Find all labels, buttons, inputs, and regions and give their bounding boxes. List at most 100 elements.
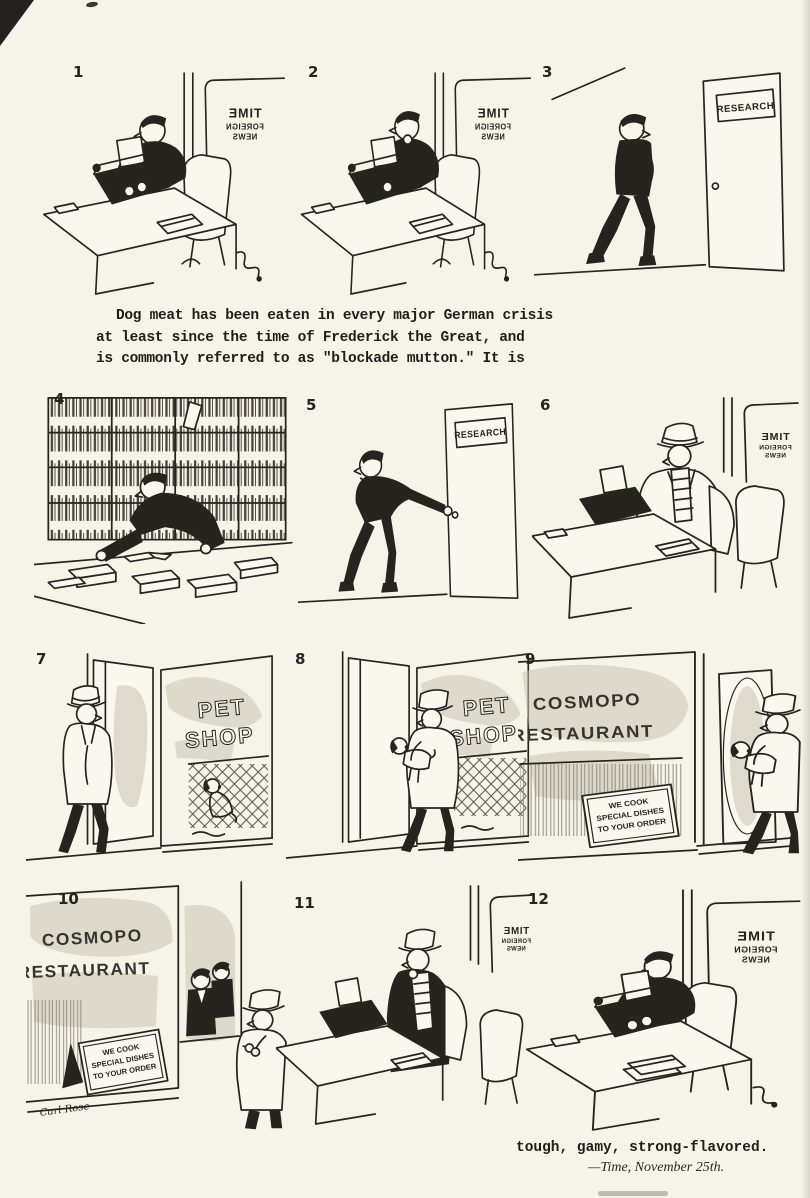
typewriter (319, 977, 388, 1039)
panel-number: 4 (54, 390, 65, 408)
panel-number: 2 (308, 63, 319, 81)
panel-3: 3 RESEARCH (534, 55, 796, 297)
panel-10-drawing: COSMOPO RESTAURANT WE COOK SPECIAL DISHE… (26, 881, 287, 1130)
desk-chair (479, 1009, 524, 1105)
panel-4-drawing (34, 397, 293, 624)
office-door: TIME FOREIGN NEWS (469, 885, 533, 973)
caption-line-3: is commonly referred to as "blockade mut… (96, 351, 525, 367)
panel-2: 2 TIME FOREIGN NEWS (296, 55, 534, 297)
research-sign-text: RESEARCH (716, 100, 774, 115)
desk-papers (310, 202, 454, 235)
panel-6-drawing: TIME FOREIGN NEWS (532, 397, 799, 619)
panel-number: 12 (528, 890, 549, 908)
window-lattice (454, 758, 527, 816)
panel-5: 5 RESEARCH (298, 386, 534, 624)
desk-papers (390, 1052, 434, 1071)
sign-line: FOREIGN (226, 122, 264, 131)
desk-papers (53, 202, 204, 235)
restaurant-storefront: COSMOPO RESTAURANT WE COOK SPECIAL DISHE… (518, 651, 793, 861)
panel-number: 9 (525, 650, 536, 668)
panel-number: 10 (58, 890, 79, 908)
panel-5-drawing: RESEARCH (298, 403, 519, 604)
panel-8: 8 PET SHOP (286, 646, 540, 874)
pet-shop-sign-line: SHOP (184, 722, 256, 753)
sign-line: TIME (736, 929, 775, 943)
panel-number: 5 (306, 396, 317, 414)
office-door: TIME FOREIGN NEWS (722, 397, 799, 483)
office-door-sign: TIME FOREIGN NEWS (475, 106, 512, 142)
sign-line: NEWS (741, 955, 770, 965)
pet-shop-sign-line: PET (462, 692, 512, 721)
sign-line: NEWS (232, 133, 257, 142)
caption-continuation: tough, gamy, strong-flavored. —Time, Nov… (516, 1140, 810, 1176)
restaurant-sign-line: RESTAURANT (26, 958, 151, 982)
office-door-sign: TIME FOREIGN NEWS (759, 431, 792, 459)
restaurant-sign-line: RESTAURANT (518, 721, 654, 745)
caption-line-2: at least since the time of Frederick the… (96, 329, 525, 346)
dog-body (744, 752, 777, 775)
sign-line: TIME (503, 926, 529, 937)
reporter-arms (123, 152, 171, 198)
dog-body (402, 748, 432, 771)
sign-line: NEWS (481, 132, 505, 141)
desk-papers (550, 1034, 687, 1082)
stooped-reporter (338, 450, 453, 593)
office-door-sign: TIME FOREIGN NEWS (226, 105, 264, 142)
panel-9-drawing: COSMOPO RESTAURANT WE COOK SPECIAL DISHE… (518, 651, 801, 861)
typewriter (579, 465, 652, 526)
panel-12: 12 TIME FOREIGN NEWS (518, 876, 804, 1138)
scan-bottom-smudge (598, 1191, 668, 1196)
pet-shop-sign-line: SHOP (448, 720, 519, 751)
panel-11-drawing: TIME FOREIGN NEWS (276, 885, 533, 1125)
panel-4: 4 (34, 386, 300, 624)
panel-9: 9 COSMOPO RESTAURANT WE COOK SPECIAL DIS… (518, 646, 802, 874)
sign-line: FOREIGN (759, 445, 792, 452)
sign-line: FOREIGN (501, 939, 531, 945)
man-leaving-restaurant (235, 989, 287, 1130)
restaurant-staff (186, 961, 235, 1037)
panel-1: 1 TIME FOREIGN NEWS (38, 55, 288, 297)
sign-line: NEWS (506, 946, 525, 952)
panel-number: 11 (294, 894, 315, 912)
attribution-text: —Time, November 25th. (588, 1160, 725, 1175)
desk (525, 1020, 753, 1131)
sign-line: TIME (477, 106, 509, 121)
office-door: TIME FOREIGN NEWS (682, 889, 801, 1012)
placard-sign: WE COOK SPECIAL DISHES TO YOUR ORDER (581, 783, 680, 849)
sign-line: NEWS (764, 453, 786, 460)
sign-line: FOREIGN (734, 945, 778, 955)
research-door: RESEARCH (444, 403, 519, 600)
panel-11: 11 TIME FOREIGN NEWS (276, 876, 534, 1136)
panel-number: 7 (36, 650, 47, 668)
research-sign-text: RESEARCH (454, 426, 506, 440)
panel-7-drawing: PET SHOP (26, 653, 273, 861)
scan-speck-artifact (85, 1, 99, 8)
reporter-arms (625, 988, 679, 1032)
panel-12-drawing: TIME FOREIGN NEWS (525, 889, 801, 1131)
typewritten-caption: Dog meat has been eaten in every major G… (96, 306, 576, 371)
radiator-pipe (236, 251, 262, 282)
panel-number: 1 (73, 63, 84, 81)
placard-sign: WE COOK SPECIAL DISHES TO YOUR ORDER (77, 1028, 169, 1096)
door-swing-line (551, 67, 626, 101)
window-lattice (188, 764, 269, 828)
reporter-arm-resting (382, 153, 421, 193)
dog-in-window (203, 778, 238, 823)
floor-line (534, 263, 707, 276)
panel-number: 6 (540, 396, 551, 414)
desk-chair (735, 485, 785, 589)
office-door-sign: TIME FOREIGN NEWS (734, 929, 778, 965)
panel-3-drawing: RESEARCH (534, 67, 785, 276)
desk (532, 513, 717, 619)
desk-papers (543, 528, 700, 557)
doorknob (711, 182, 720, 190)
office-door-sign: TIME FOREIGN NEWS (501, 926, 531, 953)
pet-shop-sign-line: PET (197, 694, 247, 723)
panel-7: 7 PET SHOP (26, 646, 284, 874)
panel-number: 3 (542, 63, 553, 81)
researching-reporter (95, 472, 225, 562)
sign-line: FOREIGN (475, 122, 512, 131)
radiator-pipe (752, 1086, 778, 1108)
continuation-text: tough, gamy, strong-flavored. (516, 1140, 769, 1156)
panel-2-drawing: TIME FOREIGN NEWS (300, 72, 532, 295)
